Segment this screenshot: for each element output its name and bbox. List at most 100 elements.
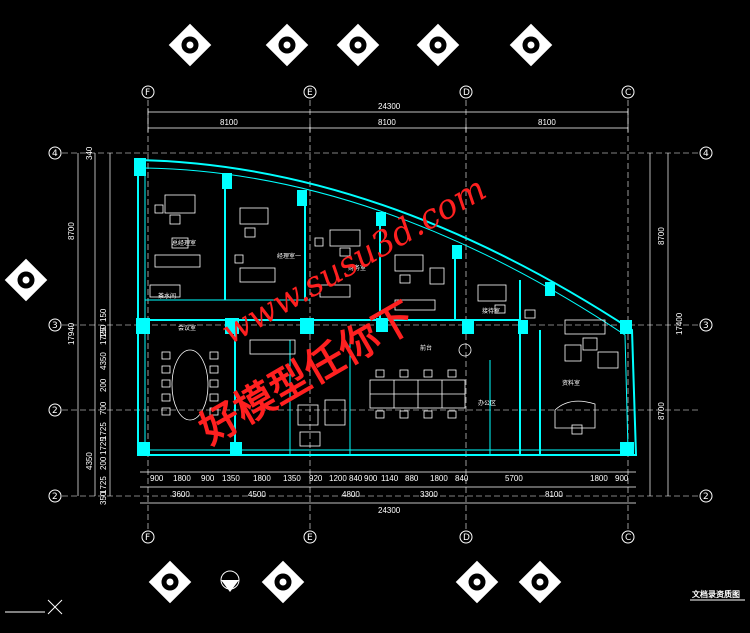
compass-symbol-icon [167, 22, 213, 68]
svg-text:700: 700 [99, 401, 108, 415]
column [138, 442, 150, 456]
svg-text:900: 900 [615, 474, 629, 483]
structural-columns [134, 158, 634, 456]
svg-text:1800: 1800 [590, 474, 608, 483]
grid-bubble-top-f [141, 85, 155, 99]
grid-bubble-bottom-d [459, 530, 473, 544]
reception-desk [554, 400, 596, 429]
grid-label: 4 [703, 149, 709, 159]
compass-symbol-icon [508, 22, 554, 68]
door-swing [458, 343, 472, 357]
grid-label: D [463, 533, 470, 543]
dim-bottom-total: 24300 [378, 506, 401, 515]
svg-text:200: 200 [99, 456, 108, 470]
chair [169, 214, 181, 225]
room-label: 会议室 [178, 324, 196, 332]
chair [154, 204, 164, 214]
svg-text:150: 150 [99, 308, 108, 322]
svg-text:350: 350 [99, 491, 108, 505]
room-labels: 总经理室 经理室一 财务室 接待室 会议室 办公区 前台 茶水间 资料室 [158, 239, 580, 407]
desk [239, 207, 269, 225]
svg-text:4350: 4350 [85, 452, 94, 470]
svg-text:1725: 1725 [99, 422, 108, 440]
svg-text:1800: 1800 [430, 474, 448, 483]
dim-left-outer: 8700 [67, 222, 76, 240]
sofa [564, 344, 582, 362]
svg-text:880: 880 [405, 474, 419, 483]
svg-text:1800: 1800 [173, 474, 191, 483]
bottom-dim-row1: 900 1800 900 1350 1800 1350 920 1200 840… [150, 474, 629, 483]
furniture [149, 194, 619, 447]
left-symbol [3, 257, 49, 303]
chair [524, 309, 536, 319]
chair [314, 237, 324, 247]
column [134, 158, 146, 176]
top-dimensions [147, 108, 629, 132]
svg-text:840: 840 [349, 474, 363, 483]
cabinet [394, 299, 436, 311]
room-label: 茶水间 [158, 292, 176, 300]
room-label: 前台 [420, 344, 432, 352]
dim-top-seg: 8100 [538, 118, 556, 127]
desk [164, 194, 196, 214]
dim-top-seg: 8100 [378, 118, 396, 127]
dim-top-total: 24300 [378, 102, 401, 111]
svg-text:920: 920 [309, 474, 323, 483]
chair [339, 247, 351, 257]
svg-text:200: 200 [99, 378, 108, 392]
column [230, 442, 242, 456]
chair [571, 424, 583, 435]
svg-text:3600: 3600 [172, 490, 190, 499]
table [582, 337, 598, 351]
workstation-chairs [375, 369, 457, 419]
room-label: 经理室一 [277, 252, 301, 260]
svg-text:840: 840 [455, 474, 469, 483]
svg-text:1350: 1350 [222, 474, 240, 483]
cabinet [319, 284, 351, 298]
column [462, 320, 474, 334]
cabinet [297, 404, 319, 426]
grid-label: 2 [52, 406, 58, 416]
grid-label: E [307, 88, 313, 98]
column [225, 318, 239, 334]
room-label: 接待室 [482, 307, 500, 315]
table [429, 267, 445, 285]
grid-label: F [145, 533, 150, 543]
column [545, 282, 555, 296]
right-dimensions [649, 153, 669, 496]
ucs-axis-icon [5, 599, 63, 615]
compass-symbol-icon [260, 559, 306, 605]
svg-text:1725: 1725 [99, 327, 108, 345]
dim-right-outer: 8700 [657, 227, 666, 245]
grid-label: 4 [52, 149, 58, 159]
grid-bubble-left-2a [48, 403, 62, 417]
compass-symbol-icon [335, 22, 381, 68]
room-label: 总经理室 [172, 239, 196, 247]
grid-bubble-right-3 [699, 318, 713, 332]
cabinet [324, 399, 346, 426]
svg-text:1800: 1800 [253, 474, 271, 483]
column [136, 318, 150, 334]
left-dim-inner: 340 150 4350 1725 200 1725 700 1725 200 … [85, 146, 108, 505]
chair [494, 304, 506, 314]
svg-text:4800: 4800 [342, 490, 360, 499]
grid-bubble-right-4 [699, 146, 713, 160]
drawing-title: 文档录资质图 [692, 589, 740, 599]
grid-bubble-labels: F E D C F E D C 4 3 2 2 4 3 2 [52, 88, 709, 543]
svg-text:5700: 5700 [505, 474, 523, 483]
column [222, 173, 232, 189]
grid-bubble-left-2b [48, 489, 62, 503]
chair [244, 227, 256, 238]
compass-symbol-icon [415, 22, 461, 68]
section-marker-icon [220, 570, 240, 592]
dim-right-outer: 8700 [657, 402, 666, 420]
cabinet [299, 431, 321, 447]
svg-text:4500: 4500 [248, 490, 266, 499]
chair [399, 274, 411, 284]
grid-label: F [145, 88, 150, 98]
svg-text:3300: 3300 [420, 490, 438, 499]
compass-symbol-icon [147, 559, 193, 605]
svg-text:900: 900 [201, 474, 215, 483]
column [452, 245, 462, 259]
